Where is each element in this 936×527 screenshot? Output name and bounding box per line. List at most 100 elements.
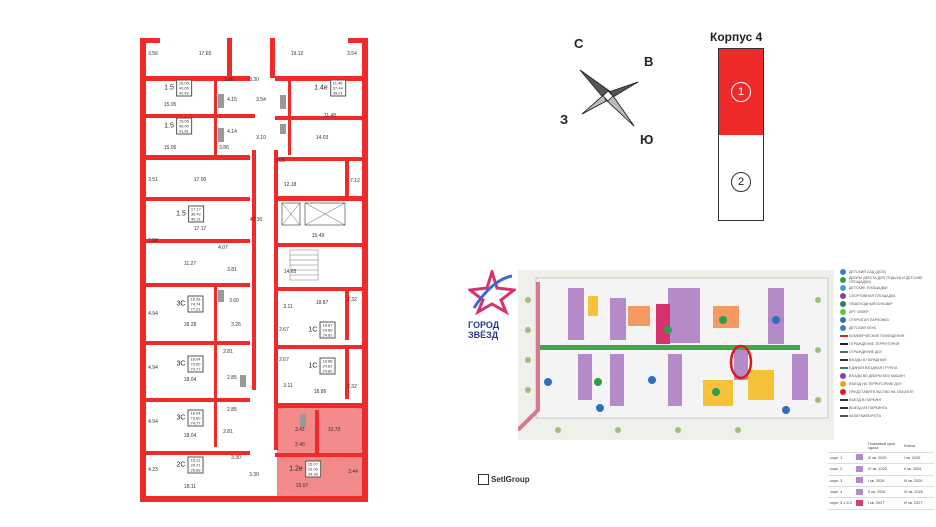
gate-icon: [840, 415, 848, 417]
room-area: 4.15: [227, 97, 237, 103]
room-area: 4.23: [148, 467, 158, 473]
legend-item: ДВОРЫ (МЕСТА ДЛЯ ОТДЫХА И ДЕТСКИЕ ПЛОЩАД…: [840, 276, 936, 284]
keys-date: III кв. 2027: [902, 497, 934, 510]
legend-label: ДВОРЫ (МЕСТА ДЛЯ ОТДЫХА И ДЕТСКИЕ ПЛОЩАД…: [849, 276, 923, 284]
legend-label: ДЕТСКИЙ САД (ДОО): [849, 270, 886, 274]
legend-label: АРТ СКВЕР: [849, 310, 869, 314]
area-with-balcony: 26.83: [190, 467, 201, 473]
legend-label: КАЛИТКИ/ВОРОТА: [849, 414, 882, 418]
keys-date: III кв. 2026: [902, 475, 934, 488]
apartment-type: 1.5: [164, 84, 174, 92]
due-date: I кв. 2026: [866, 475, 902, 488]
table-header: Плановый срок сдачи Ключи: [828, 440, 934, 453]
apartment-type: 2С: [176, 461, 186, 469]
developer-mark-icon: [478, 474, 489, 485]
room-area: 4.07: [218, 245, 228, 251]
total-area: 33.00: [307, 466, 318, 472]
total-area: 24.71: [190, 462, 201, 468]
area-with-balcony: 41.81: [178, 128, 189, 134]
due-date: IV кв. 2025: [866, 463, 902, 476]
room-area: 4.94: [148, 365, 158, 371]
legend: ДЕТСКИЙ САД (ДОО) ДВОРЫ (МЕСТА ДЛЯ ОТДЫХА…: [840, 268, 936, 420]
keys-date: II кв. 2026: [902, 463, 934, 476]
room-area: 15.05: [163, 102, 177, 108]
section-2[interactable]: [718, 135, 764, 221]
room-area: 2.81: [223, 349, 233, 355]
room-area: 3.41: [295, 427, 305, 433]
living-area: 18.28: [190, 296, 201, 302]
legend-label: ПРЕДСТАВИТЕЛЬСТВО НА ОБЪЕКТЕ: [849, 390, 914, 394]
fence-yard-icon: [840, 351, 848, 353]
parking-icon: [840, 317, 846, 323]
room-area: 14.65: [283, 269, 297, 275]
legend-item: ВХОДЫ ВО ДВОРЫ БЕЗ МАШИН: [840, 372, 936, 380]
room-area: 3.30: [249, 472, 259, 478]
art-square-icon: [840, 309, 846, 315]
room-area: 18.04: [183, 377, 197, 383]
section-1[interactable]: [718, 48, 764, 137]
header-cell: [854, 440, 866, 453]
apartment-type: 1.2е: [289, 465, 303, 473]
legend-item: ЕДИНАЯ ВХОДНАЯ ГРУППА: [840, 364, 936, 372]
area-with-balcony: 74.77: [190, 420, 201, 426]
room-area: 3.81: [227, 267, 237, 273]
legend-item: ДЕТСКИЙ САД (ДОО): [840, 268, 936, 276]
room-area: 2.85: [227, 375, 237, 381]
legend-label: ОГРАЖДЕНИЕ ДОУ: [849, 350, 883, 354]
legend-item: ОГРАЖДЕНИЕ ДОУ: [840, 348, 936, 356]
legend-label: ЕДИНАЯ ВХОДНАЯ ГРУППА: [849, 366, 898, 370]
room-area: 19.12: [290, 51, 304, 57]
room-area: 4.94: [148, 311, 158, 317]
parking-entry-icon: [840, 399, 848, 401]
total-area: 40.00: [178, 123, 189, 129]
total-area: 73.60: [190, 361, 201, 367]
compass-east: В: [644, 54, 654, 69]
room-area: 11.27: [183, 261, 197, 267]
room-area: 3.54: [347, 51, 357, 57]
legend-label: ДЕТСКИЙ КЛУБ: [849, 326, 876, 330]
room-area: 18.28: [183, 322, 197, 328]
site-plan-map: [516, 270, 834, 440]
section-1-marker: 1: [731, 82, 751, 102]
room-area: 3.54: [256, 97, 266, 103]
sales-office-icon: [840, 389, 846, 395]
legend-item: ВХОДЫ В ПАРАДНЫЕ: [840, 356, 936, 364]
building-key-plan: Корпус 4 1 2: [700, 28, 800, 238]
room-area: 3.56: [148, 51, 158, 57]
legend-label: КОММЕРЧЕСКИЕ ПОМЕЩЕНИЯ: [849, 334, 905, 338]
room-area: 17.00: [193, 177, 207, 183]
kids-club-icon: [840, 325, 846, 331]
commercial-line-icon: [840, 335, 848, 337]
building-name: корп. 3: [828, 475, 854, 488]
compass-north: С: [574, 36, 584, 51]
site-plan: [516, 270, 834, 440]
color-swatch: [854, 475, 866, 488]
area-with-balcony: 42.42: [178, 90, 189, 96]
apartment-type: 3С: [176, 300, 186, 308]
header-cell: Ключи: [902, 440, 934, 453]
total-area: 36.42: [190, 211, 201, 217]
room-area: 3.11: [283, 304, 293, 310]
room-area: 17.17: [193, 226, 207, 232]
living-area: 18.11: [190, 457, 201, 463]
boulevard-icon: [840, 301, 846, 307]
total-area: 24.85: [322, 327, 333, 333]
room-area: 2.32: [347, 384, 357, 390]
building-title: Корпус 4: [710, 30, 763, 44]
